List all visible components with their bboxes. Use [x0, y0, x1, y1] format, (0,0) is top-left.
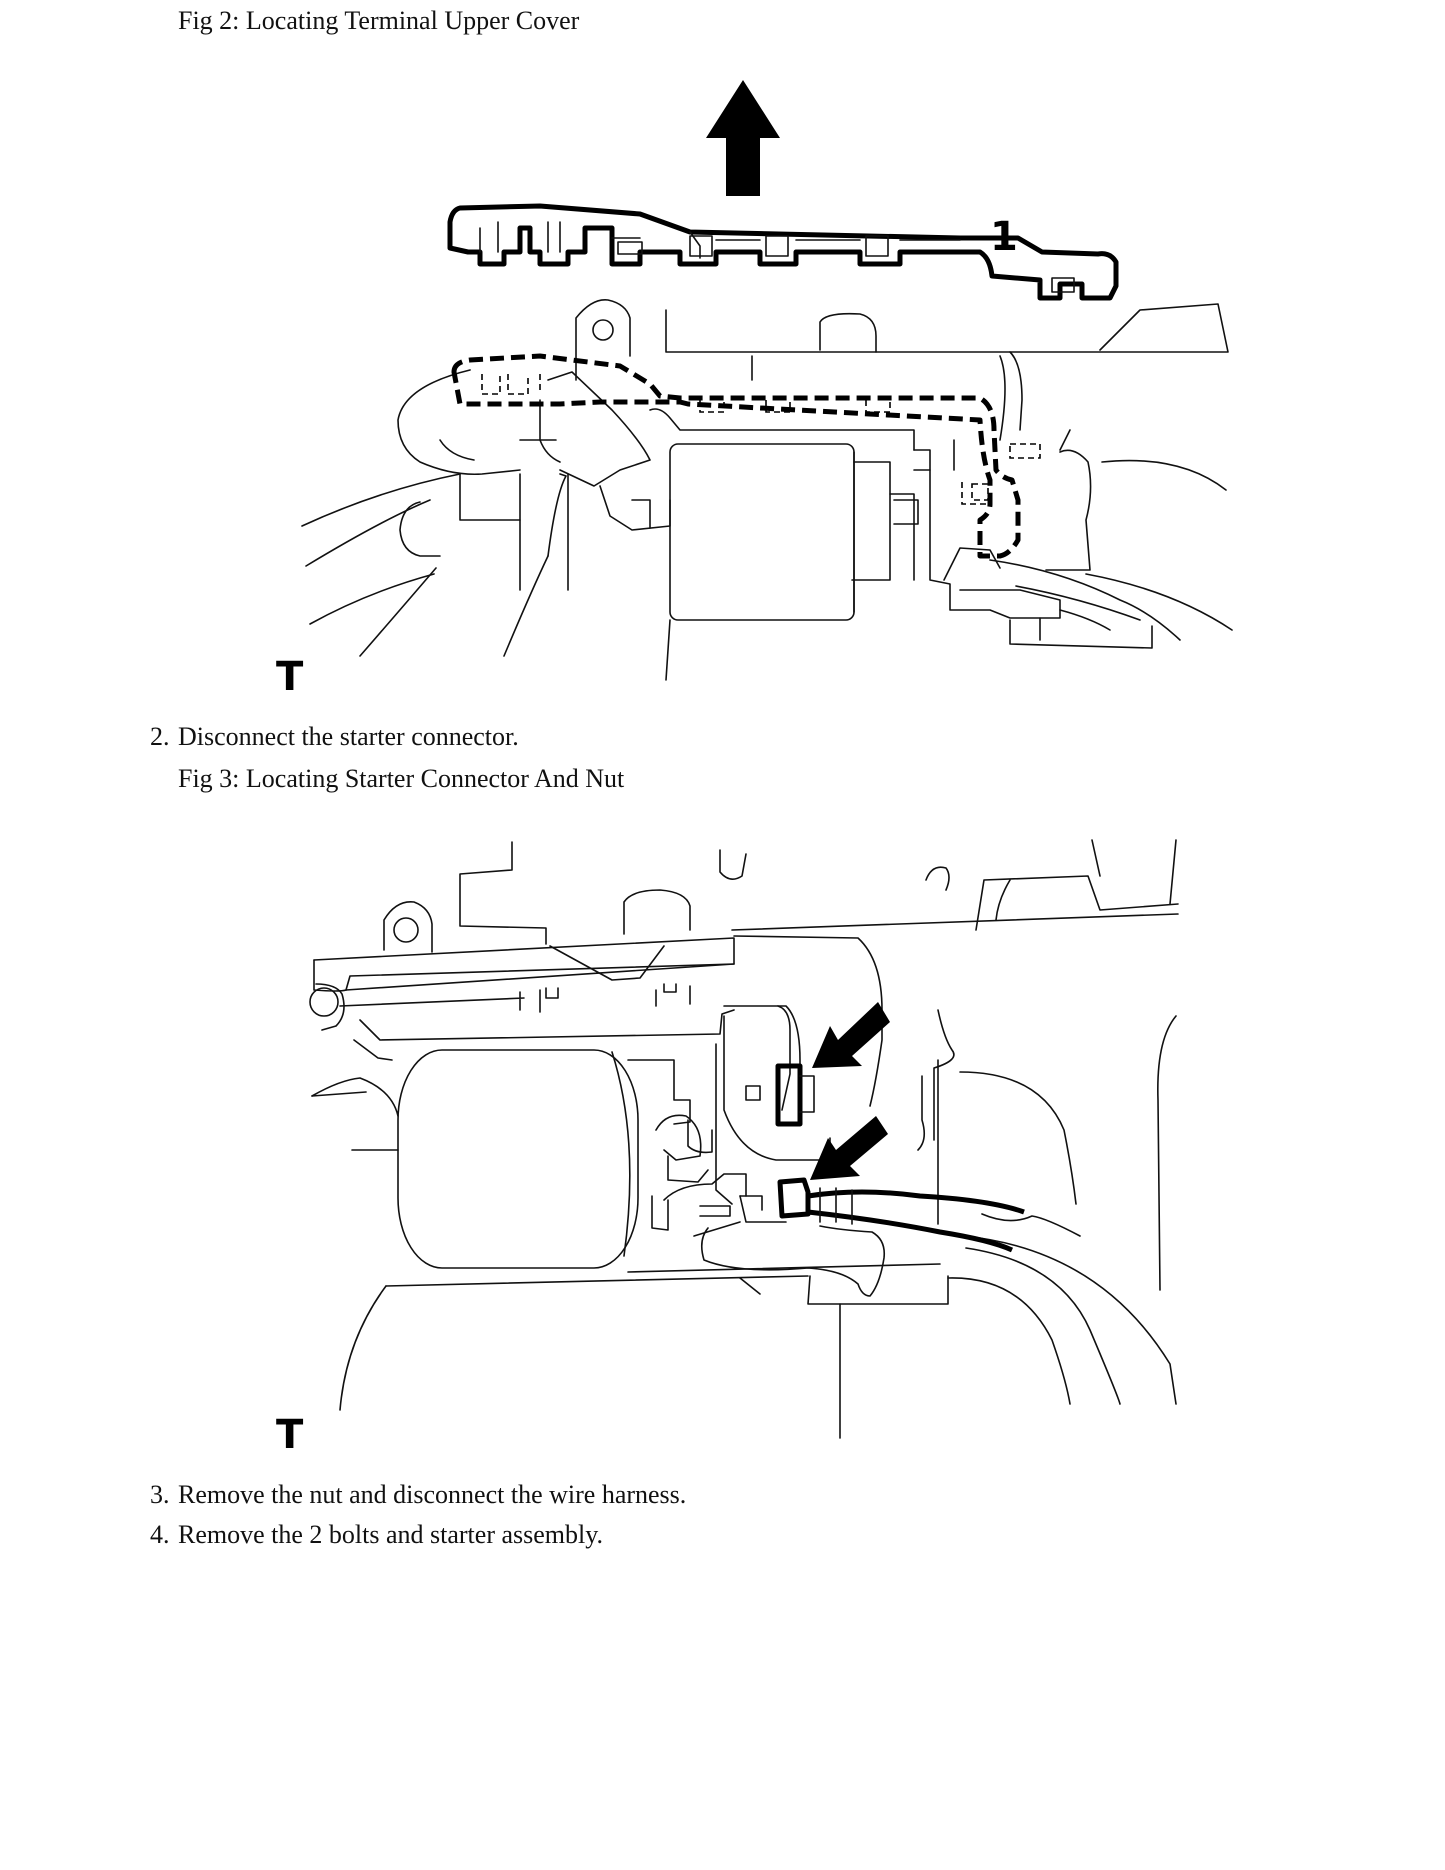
- orientation-mark: T: [276, 1412, 304, 1450]
- terminal-upper-cover: [450, 206, 1116, 298]
- part-callout: 1: [990, 214, 1018, 260]
- up-arrow-icon: [706, 80, 780, 196]
- procedure-step: 2. Disconnect the starter connector.: [150, 722, 519, 752]
- orientation-mark: T: [276, 654, 304, 700]
- starter-connector-and-nut-illustration: T: [276, 830, 1445, 1450]
- engine-background: [310, 840, 1178, 1438]
- procedure-step: 4. Remove the 2 bolts and starter assembl…: [150, 1520, 603, 1550]
- pointer-arrow-icon: [810, 1116, 888, 1180]
- step-text: Disconnect the starter connector.: [178, 722, 519, 751]
- cover-installed-position: [454, 356, 1040, 556]
- figure-caption: Fig 3: Locating Starter Connector And Nu…: [178, 764, 625, 793]
- step-number: 2.: [150, 722, 170, 751]
- step-number: 4.: [150, 1520, 170, 1549]
- starter-connector: [778, 1066, 814, 1124]
- step-number: 3.: [150, 1480, 170, 1509]
- pointer-arrow-icon: [812, 1002, 890, 1068]
- terminal-upper-cover-illustration: 1: [276, 80, 1445, 700]
- engine-background: [302, 300, 1232, 680]
- procedure-step: 3. Remove the nut and disconnect the wire…: [150, 1480, 686, 1510]
- step-text: Remove the nut and disconnect the wire h…: [178, 1480, 687, 1509]
- terminal-nut: [780, 1180, 1024, 1250]
- step-text: Remove the 2 bolts and starter assembly.: [178, 1520, 604, 1549]
- figure-caption: Fig 2: Locating Terminal Upper Cover: [178, 6, 580, 35]
